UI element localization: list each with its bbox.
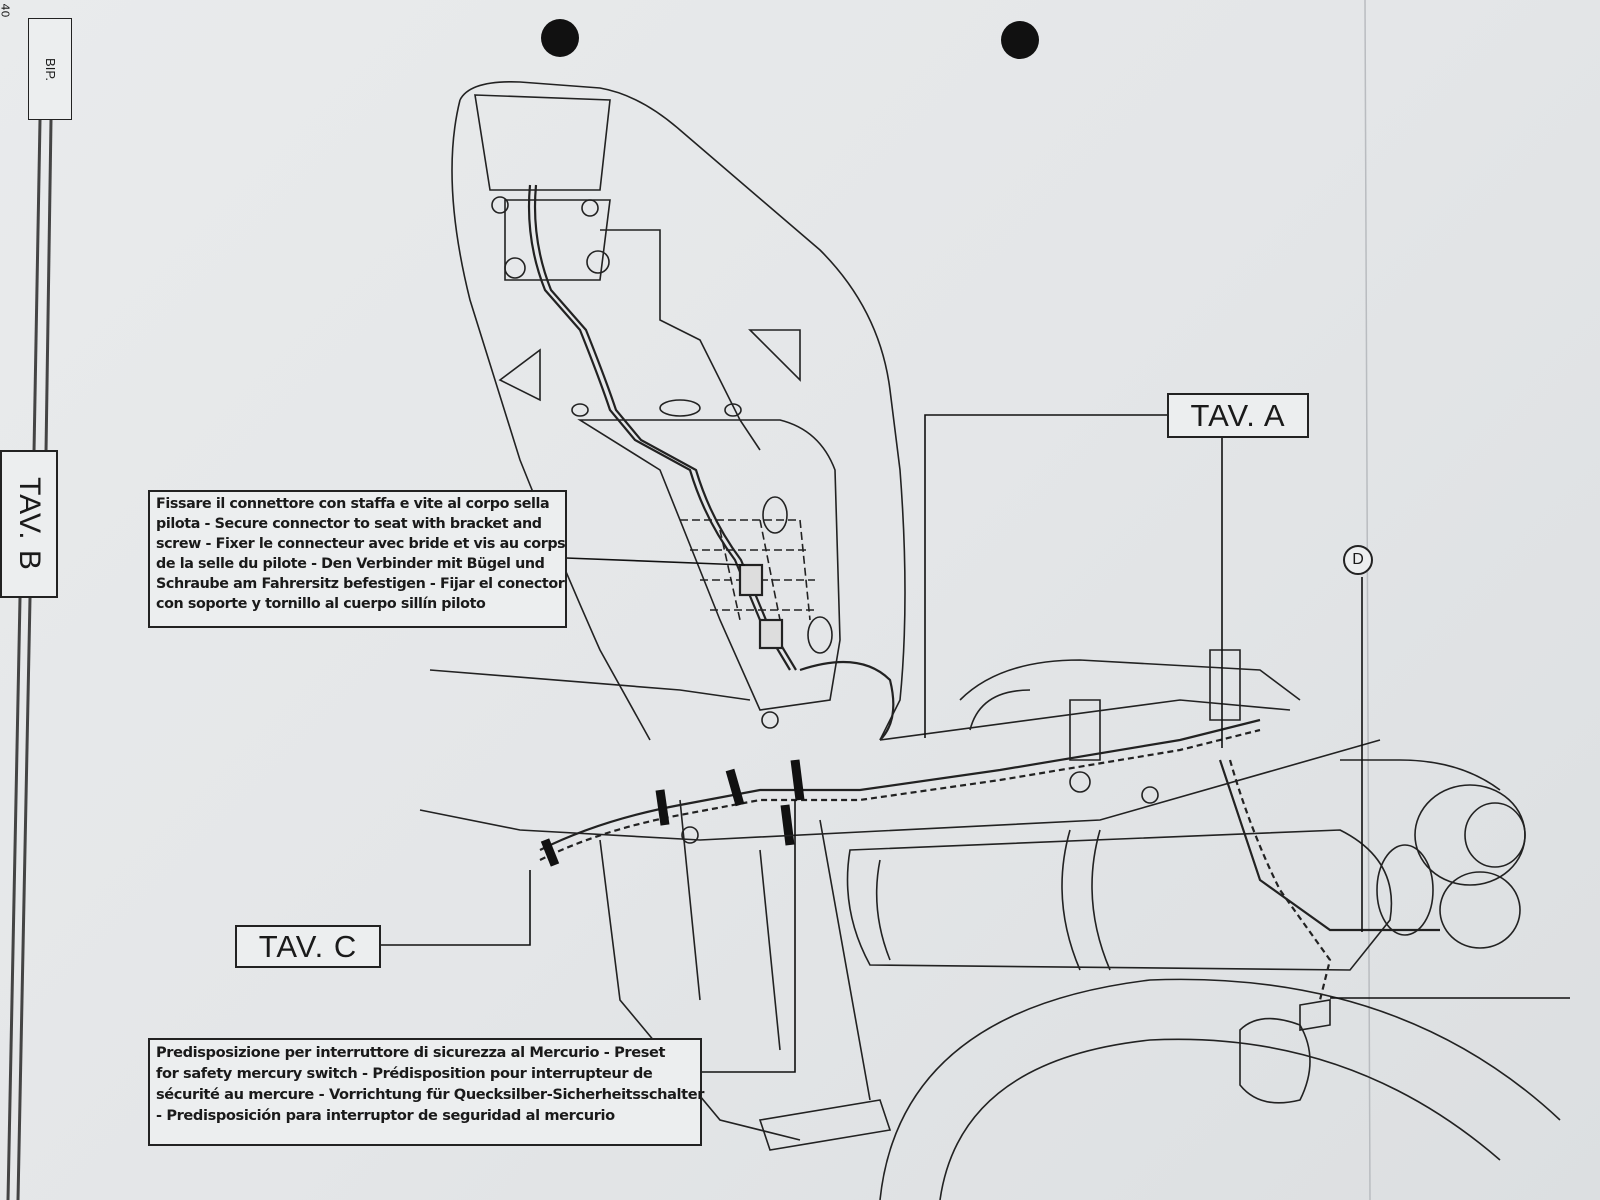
rear-wheel-and-indicator xyxy=(758,978,1561,1200)
frame-and-subframe xyxy=(419,649,1381,1141)
reference-tav-c[interactable]: TAV. C xyxy=(235,925,381,968)
note-line: sécurité au mercure - Vorrichtung für Qu… xyxy=(156,1086,704,1103)
exhaust-silencers xyxy=(846,759,1526,971)
note-line: Predisposizione per interruttore di sicu… xyxy=(156,1044,666,1061)
note-line: de la selle du pilote - Den Verbinder mi… xyxy=(156,556,545,572)
note-line: con soporte y tornillo al cuerpo sillín … xyxy=(156,596,486,612)
leader-lines xyxy=(380,414,1570,1073)
current-table-tab: TAV. B xyxy=(0,450,58,598)
note-mercury-switch: Predisposizione per interruttore di sicu… xyxy=(148,1038,704,1146)
margin-rule xyxy=(6,119,53,1200)
note-line: pilota - Secure connector to seat with b… xyxy=(156,516,542,532)
page-fold xyxy=(1364,0,1371,1200)
note-line: for safety mercury switch - Prédispositi… xyxy=(156,1065,653,1082)
page-number: 40 xyxy=(0,3,12,18)
note-seat-connector: Fissare il connettore con staffa e vite … xyxy=(148,490,567,628)
reference-tav-a[interactable]: TAV. A xyxy=(1167,393,1309,438)
note-line: Schraube am Fahrersitz befestigen - Fija… xyxy=(156,576,565,592)
note-line: screw - Fixer le connecteur avec bride e… xyxy=(156,536,566,552)
seat-tail-unit xyxy=(451,81,906,741)
note-line: Fissare il connettore con staffa e vite … xyxy=(156,496,550,512)
section-tab-label: BIP. xyxy=(42,57,58,81)
detail-d-marker[interactable]: D xyxy=(1343,545,1373,575)
section-tab-bip[interactable]: BIP. xyxy=(28,18,72,120)
punch-hole xyxy=(541,19,579,57)
note-line: - Predisposición para interruptor de seg… xyxy=(156,1107,615,1124)
wiring-harness xyxy=(527,184,1440,1001)
current-table-label: TAV. B xyxy=(13,477,47,571)
punch-hole xyxy=(1001,21,1039,59)
